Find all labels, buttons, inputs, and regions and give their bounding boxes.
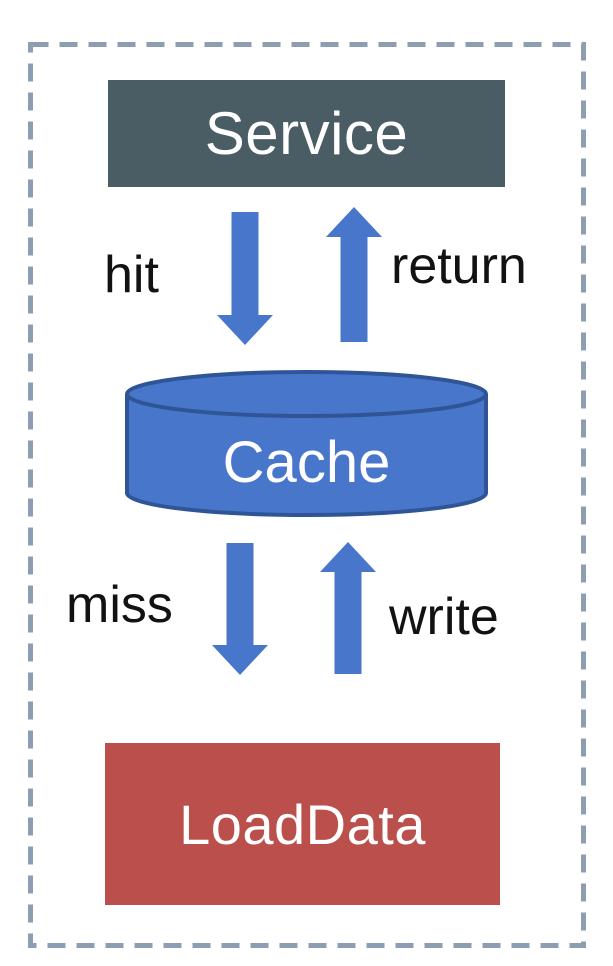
arrow-down-miss-icon (212, 543, 268, 675)
edge-label-hit: hit (104, 246, 159, 304)
cylinder-top (125, 370, 488, 418)
node-service: Service (108, 80, 505, 187)
arrow-up-return-shape (326, 207, 382, 342)
cylinder-body (125, 394, 488, 517)
edge-label-miss: miss (66, 576, 173, 634)
node-loaddata-label: LoadData (179, 792, 426, 856)
node-cache-label: Cache (222, 429, 391, 495)
arrow-up-return-icon (326, 207, 382, 342)
edge-label-return: return (391, 237, 527, 295)
node-service-label: Service (204, 100, 409, 167)
dashed-frame-border (28, 42, 586, 948)
cylinder-icon (125, 370, 488, 517)
arrow-down-hit-icon (217, 212, 273, 345)
node-cache: Cache (125, 370, 488, 517)
arrow-down-miss-shape (212, 543, 268, 675)
arrow-up-write-shape (320, 542, 376, 674)
arrow-up-write-icon (320, 542, 376, 674)
edge-label-write: write (389, 588, 499, 646)
node-loaddata: LoadData (105, 743, 500, 905)
arrow-down-hit-shape (217, 212, 273, 345)
